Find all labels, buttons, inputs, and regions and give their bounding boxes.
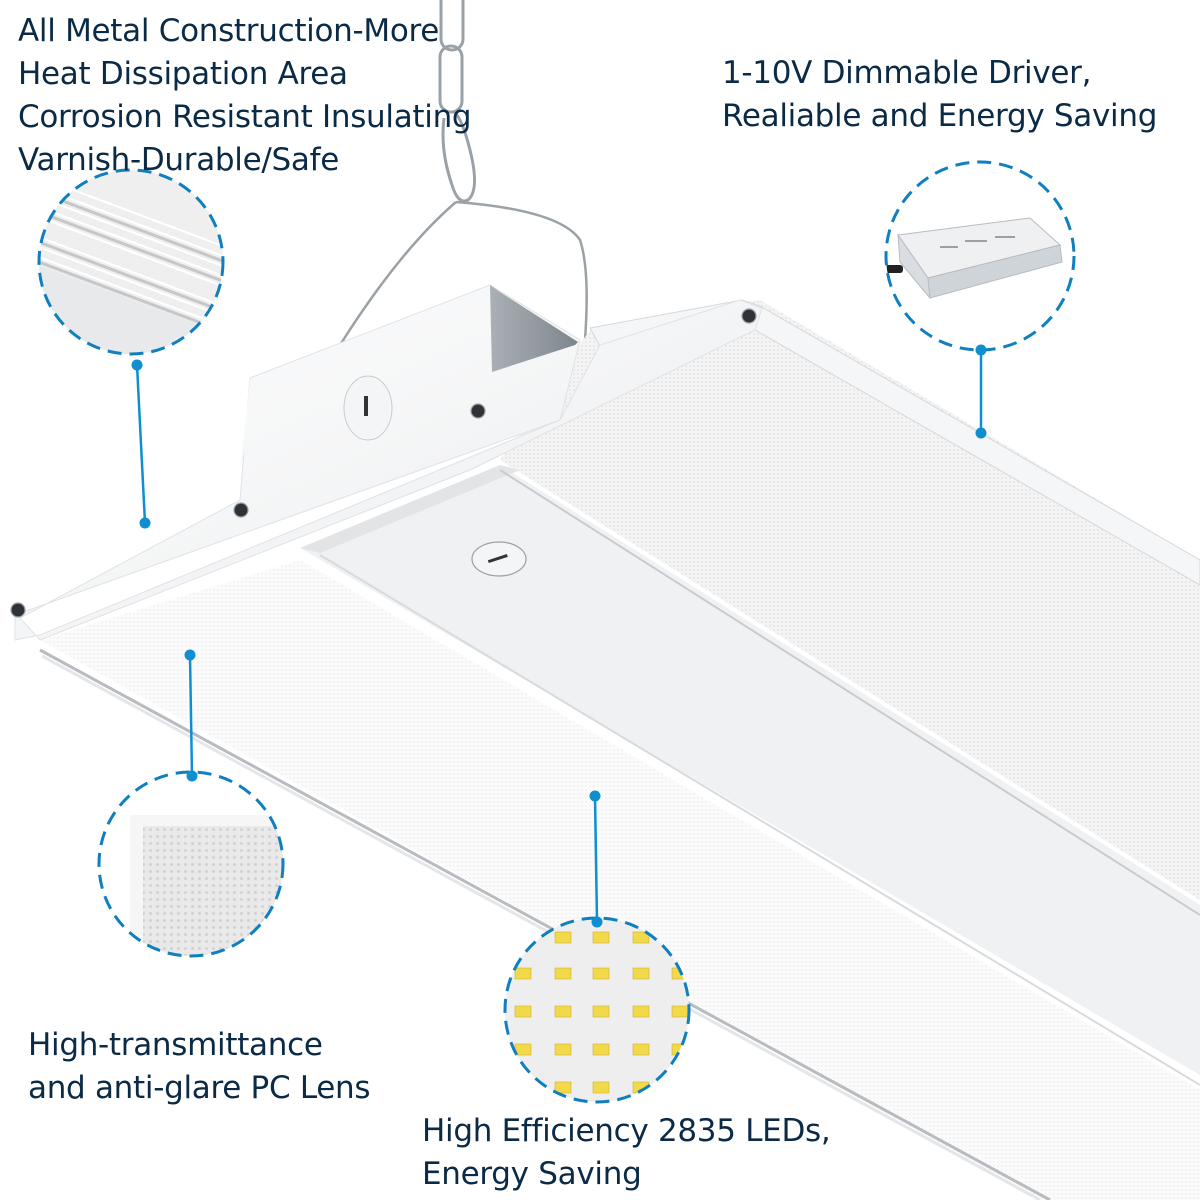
feature-line: Energy Saving — [422, 1156, 642, 1192]
feature-line: Heat Dissipation Area — [18, 56, 348, 92]
feature-text-dimmable-driver: 1-10V Dimmable Driver, Realiable and Ene… — [722, 52, 1157, 138]
feature-text-metal-construction: All Metal Construction-More Heat Dissipa… — [18, 10, 472, 182]
feature-line: and anti-glare PC Lens — [28, 1070, 371, 1106]
feature-line: 1-10V Dimmable Driver, — [722, 55, 1092, 91]
feature-text-leds: High Efficiency 2835 LEDs, Energy Saving — [422, 1110, 831, 1196]
feature-line: Varnish-Durable/Safe — [18, 142, 339, 178]
feature-line: High-transmittance — [28, 1027, 323, 1063]
callout-metal-construction — [37, 168, 225, 529]
feature-line: Realiable and Energy Saving — [722, 98, 1158, 134]
callout-dimmable-driver — [884, 160, 1076, 439]
callout-pc-lens — [97, 649, 285, 958]
feature-line: All Metal Construction-More — [18, 13, 440, 49]
fixture-body — [10, 284, 1200, 1200]
callout-leds — [503, 790, 691, 1104]
feature-text-pc-lens: High-transmittance and anti-glare PC Len… — [28, 1024, 371, 1110]
feature-line: Corrosion Resistant Insulating — [18, 99, 472, 135]
chain-hanger — [338, 0, 588, 346]
feature-line: High Efficiency 2835 LEDs, — [422, 1113, 831, 1149]
